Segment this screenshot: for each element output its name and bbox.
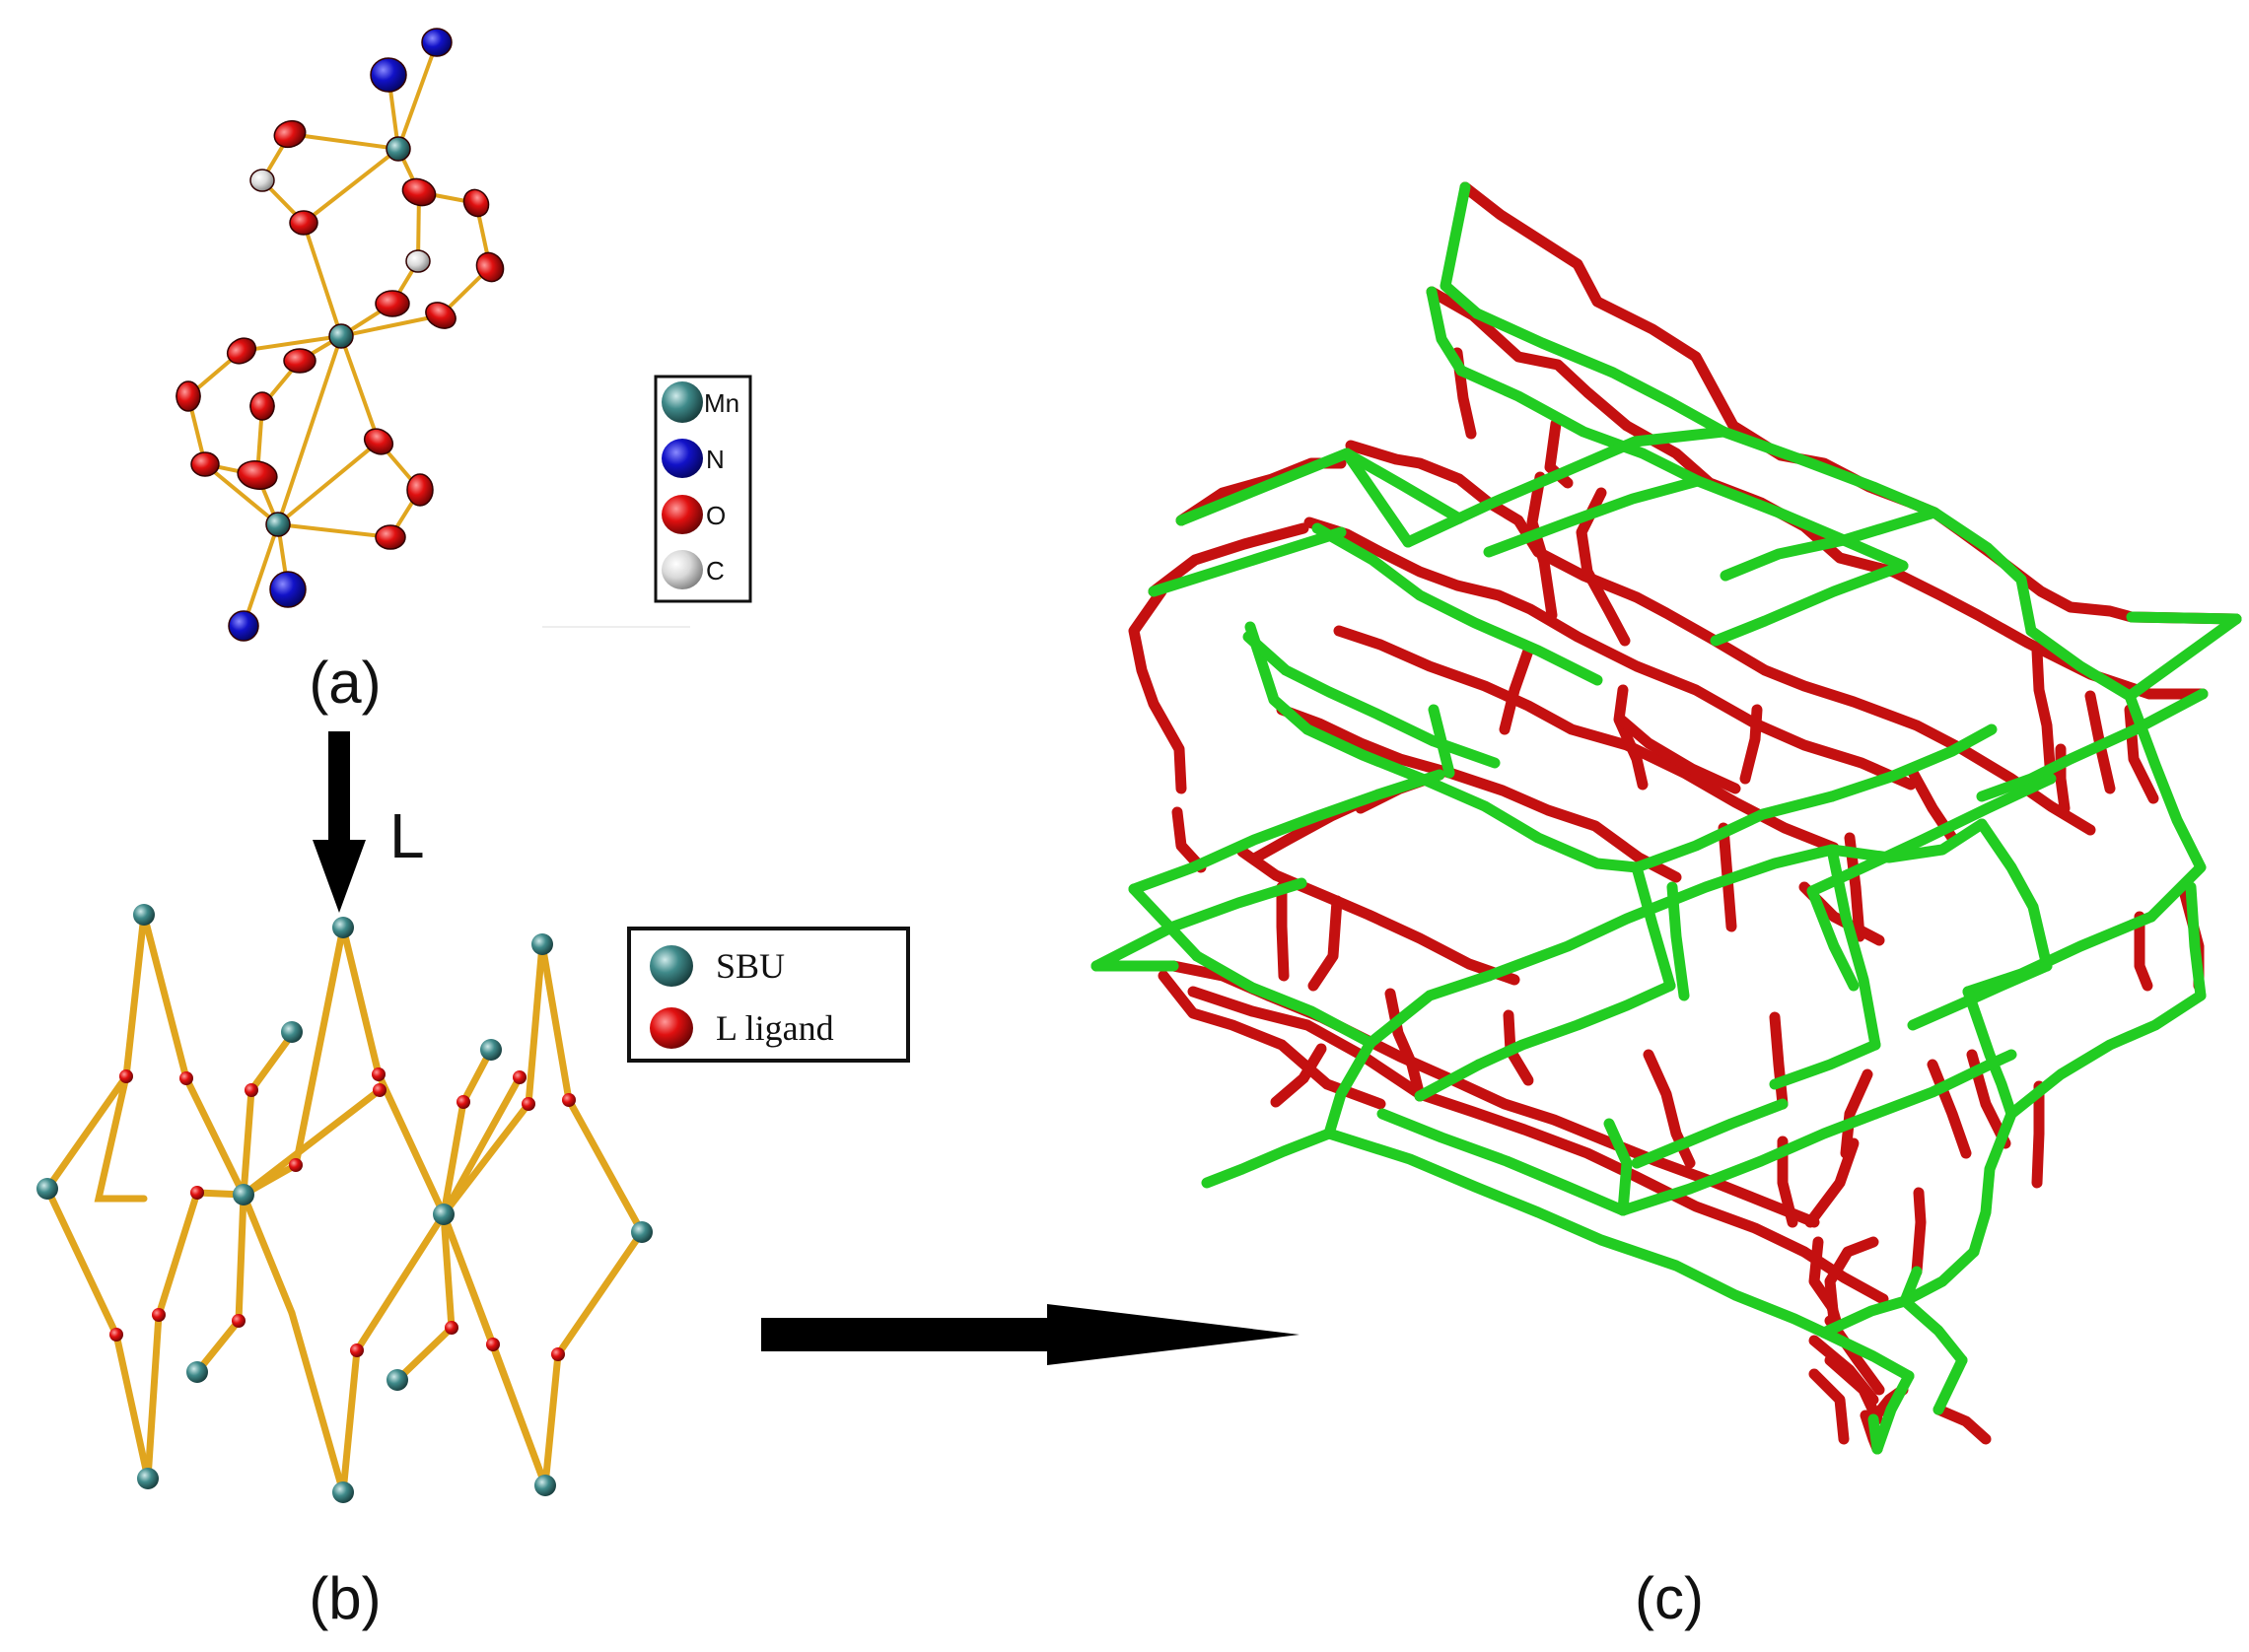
atom-legend: Mn N O C — [654, 375, 752, 603]
sbu-atoms — [176, 28, 505, 642]
legend-label-mn: Mn — [704, 388, 739, 418]
net-legend: SBU L ligand — [627, 927, 910, 1063]
ligand-node — [445, 1321, 458, 1335]
ligand-node — [373, 1083, 387, 1097]
oxygen-atom — [363, 428, 394, 455]
oxygen-atom — [190, 451, 220, 477]
net-nodes — [36, 904, 653, 1503]
ligand-node — [119, 1069, 133, 1083]
ligand-node — [109, 1328, 123, 1342]
oxygen-atom — [375, 290, 410, 317]
oxygen-atom — [289, 210, 318, 236]
ligand-legend-swatch — [650, 1007, 693, 1049]
sbu-node — [233, 1184, 254, 1205]
sbu-node — [332, 917, 354, 938]
carbon-atom — [249, 169, 275, 192]
oxygen-atom — [475, 251, 505, 283]
mn-legend-swatch — [662, 381, 703, 423]
oxygen-atom — [237, 460, 278, 490]
manganese-atom — [386, 136, 411, 162]
carbon-atom — [405, 249, 431, 273]
legend-label-o: O — [706, 501, 726, 530]
o-legend-swatch — [662, 495, 703, 534]
sbu-node — [531, 933, 553, 955]
ligand-node — [513, 1070, 527, 1084]
c-legend-swatch — [662, 550, 703, 589]
sbu-node — [534, 1475, 556, 1496]
legend-label-n: N — [706, 445, 725, 474]
ligand-node — [245, 1083, 258, 1097]
oxygen-atom — [375, 524, 406, 550]
sbu-structure: (a) — [176, 28, 690, 716]
nitrogen-atom — [228, 610, 259, 642]
oxygen-atom — [273, 119, 307, 149]
oxygen-atom — [283, 348, 316, 374]
framework-green-links — [1090, 181, 2242, 1455]
oxygen-atom — [249, 391, 275, 421]
ligand-node — [350, 1343, 364, 1357]
sbu-node — [36, 1178, 58, 1200]
oxygen-atom — [462, 188, 490, 218]
panel-c-label: (c) — [1635, 1565, 1704, 1631]
ligand-node — [190, 1186, 204, 1200]
manganese-atom — [328, 323, 354, 349]
sbu-node — [137, 1468, 159, 1489]
net-bonds — [43, 911, 646, 1496]
sbu-node — [631, 1221, 653, 1243]
panel-a-label: (a) — [309, 650, 381, 716]
sbu-legend-swatch — [650, 945, 693, 987]
ligand-node — [551, 1347, 565, 1361]
sbu-node — [387, 1369, 408, 1391]
legend-label-ligand: L ligand — [716, 1008, 834, 1048]
ligand-node — [457, 1095, 470, 1109]
framework-3d: (c) — [1090, 181, 2242, 1631]
oxygen-atom — [401, 177, 437, 207]
n-legend-swatch — [662, 439, 703, 478]
ligand-node — [372, 1067, 386, 1081]
sbu-node — [433, 1204, 455, 1225]
ligand-arrow-label: L — [389, 800, 425, 871]
oxygen-atom — [176, 380, 201, 412]
manganese-atom — [265, 512, 291, 537]
ligand-node — [232, 1314, 246, 1328]
legend-label-c: C — [706, 556, 725, 585]
sbu-node — [332, 1481, 354, 1503]
sbu-ligand-net: (b) — [36, 904, 653, 1631]
sbu-node — [186, 1361, 208, 1383]
nitrogen-atom — [370, 57, 407, 93]
ligand-node — [522, 1097, 535, 1111]
legend-label-sbu: SBU — [716, 946, 785, 986]
nitrogen-atom — [269, 571, 307, 608]
sbu-node — [480, 1039, 502, 1061]
ligand-node — [562, 1093, 576, 1107]
ligand-arrow-down: L — [313, 731, 425, 913]
ligand-node — [289, 1158, 303, 1172]
ligand-node — [152, 1308, 166, 1322]
oxygen-atom — [425, 302, 457, 329]
sbu-node — [281, 1021, 303, 1043]
ligand-node — [486, 1338, 500, 1351]
oxygen-atom — [406, 473, 434, 507]
ligand-node — [179, 1071, 193, 1085]
topology-arrow-right — [761, 1304, 1300, 1365]
oxygen-atom — [226, 337, 257, 365]
panel-b-label: (b) — [309, 1565, 381, 1631]
nitrogen-atom — [421, 28, 453, 57]
sbu-node — [133, 904, 155, 926]
